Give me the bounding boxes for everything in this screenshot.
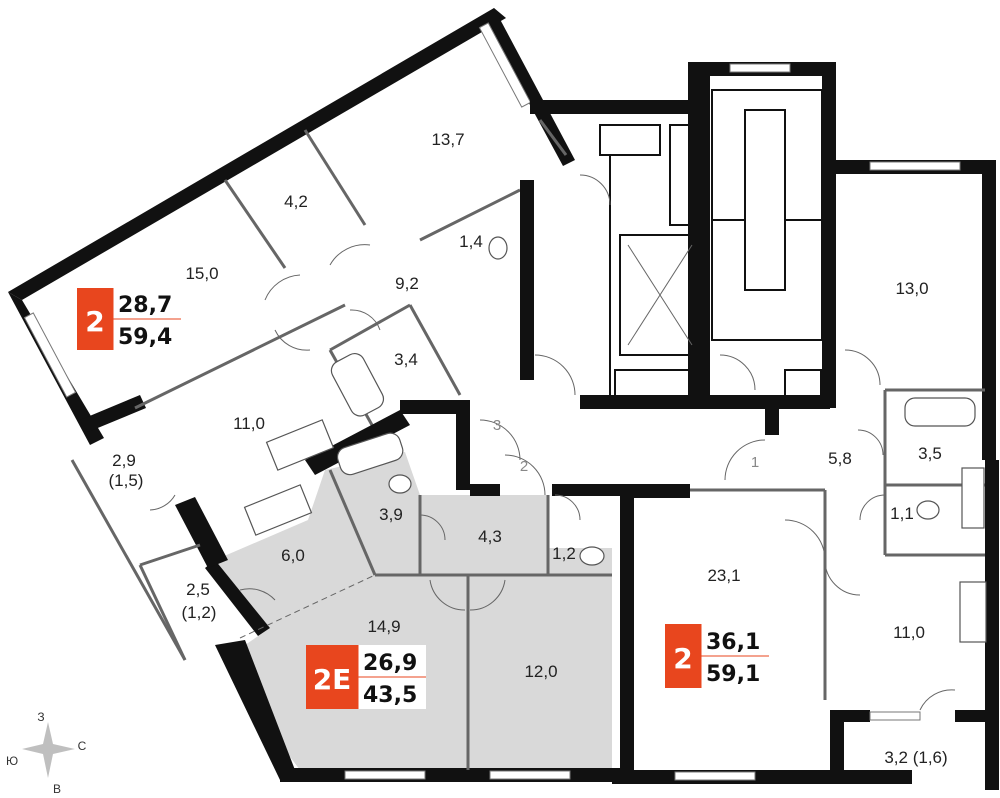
room-area-label: 3,9 bbox=[379, 505, 403, 524]
entrance-number: 2 bbox=[520, 458, 528, 475]
bottom-left-walls bbox=[70, 236, 940, 782]
compass-north: З bbox=[37, 710, 44, 724]
room-count: 2 bbox=[673, 642, 692, 675]
room-area-label: 6,0 bbox=[281, 546, 305, 565]
room-count-badge bbox=[77, 288, 113, 350]
room-area-label: 15,0 bbox=[185, 264, 218, 283]
room-area-label: (1,2) bbox=[182, 603, 217, 622]
entrance-numbers: 3 2 1 bbox=[493, 417, 759, 475]
room-area-label: 13,7 bbox=[431, 130, 464, 149]
right-apartment-walls bbox=[552, 388, 999, 790]
room-area-label: 2,5 bbox=[186, 580, 210, 599]
room-area-label: 2,9 bbox=[112, 451, 136, 470]
left-wing-walls bbox=[8, 8, 575, 445]
room-labels: 13,7 4,2 15,0 1,4 9,2 3,4 11,0 2,9 (1,5)… bbox=[109, 130, 948, 767]
total-area: 43,5 bbox=[363, 683, 417, 708]
room-count-badge bbox=[665, 624, 701, 688]
total-area: 59,4 bbox=[118, 325, 172, 350]
room-area-label: 12,0 bbox=[524, 662, 557, 681]
apartment-card-2e[interactable]: 2E 26,9 43,5 bbox=[306, 645, 426, 709]
room-area-label: 23,1 bbox=[707, 566, 740, 585]
entrance-number: 1 bbox=[751, 454, 759, 471]
compass-south: В bbox=[53, 782, 61, 796]
room-area-label: 3,5 bbox=[918, 444, 942, 463]
room-area-label: 1,1 bbox=[890, 504, 914, 523]
room-area-label: 4,3 bbox=[478, 527, 502, 546]
door-swings bbox=[149, 174, 956, 711]
compass: З С В Ю bbox=[6, 710, 87, 796]
room-area-label: (1,5) bbox=[109, 471, 144, 490]
room-area-label: 11,0 bbox=[233, 414, 265, 433]
room-area-label: 3,4 bbox=[394, 350, 418, 369]
room-area-label: 1,2 bbox=[552, 544, 576, 563]
compass-west: Ю bbox=[6, 754, 18, 768]
compass-east: С bbox=[78, 739, 87, 753]
room-area-label: 11,0 bbox=[893, 623, 925, 642]
room-area-label: 13,0 bbox=[895, 279, 928, 298]
living-area: 26,9 bbox=[363, 651, 417, 676]
room-count: 2 bbox=[85, 305, 104, 338]
entrance-number: 3 bbox=[493, 417, 501, 434]
living-area: 36,1 bbox=[706, 630, 760, 655]
living-area: 28,7 bbox=[118, 293, 172, 318]
stair-core bbox=[520, 62, 996, 460]
room-count: 2E bbox=[313, 663, 352, 696]
total-area: 59,1 bbox=[706, 662, 760, 687]
room-area-label: 4,2 bbox=[284, 192, 308, 211]
apartment-card-3[interactable]: 2 36,1 59,1 bbox=[665, 624, 769, 688]
room-area-label: 3,2 (1,6) bbox=[884, 748, 947, 767]
room-area-label: 5,8 bbox=[828, 449, 852, 468]
apartment-card-1[interactable]: 2 28,7 59,4 bbox=[77, 288, 181, 350]
room-area-label: 1,4 bbox=[459, 232, 483, 251]
room-area-label: 14,9 bbox=[367, 617, 400, 636]
room-count-badge bbox=[306, 645, 358, 709]
compass-star-icon bbox=[22, 722, 75, 778]
room-area-label: 9,2 bbox=[395, 274, 419, 293]
